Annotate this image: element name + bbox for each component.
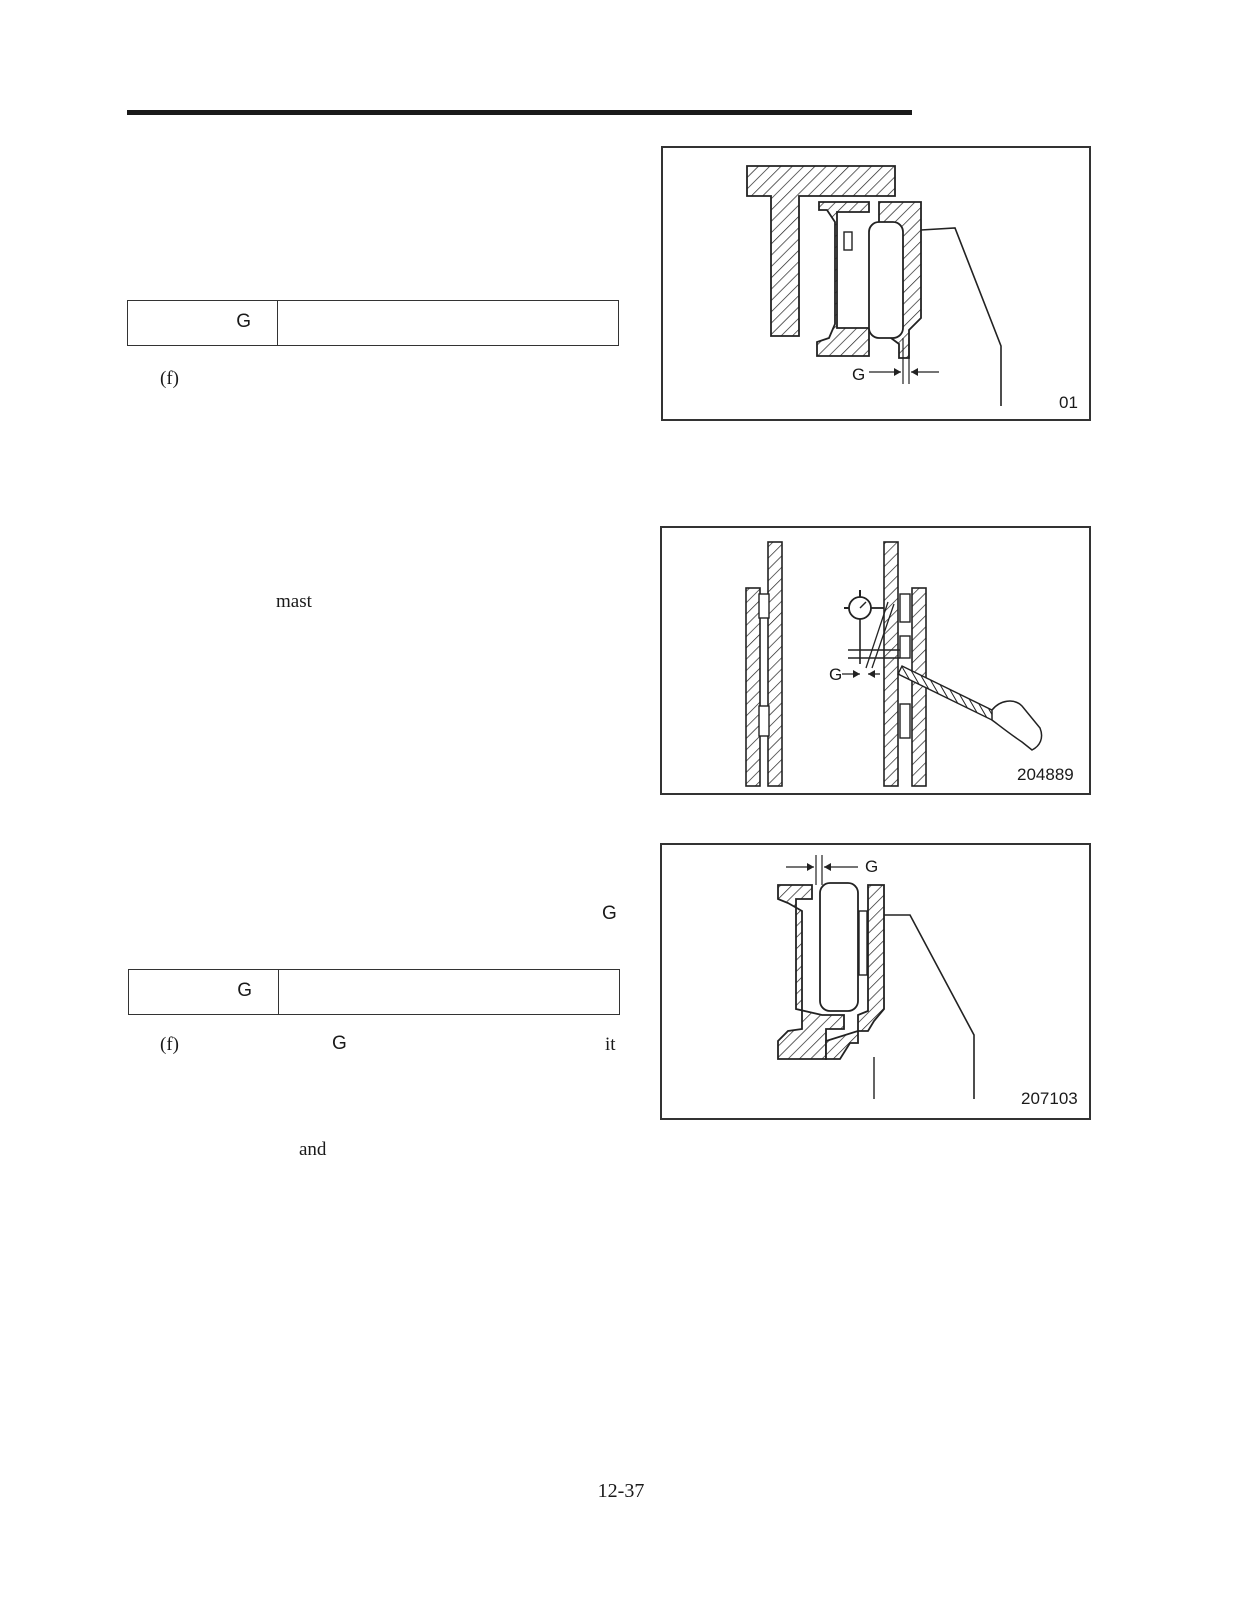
figure-1: G 01	[661, 146, 1091, 421]
word-mast: mast	[276, 591, 312, 612]
figure-1-code: 01	[1059, 393, 1078, 412]
header-rule	[127, 110, 912, 115]
figure-1-gap-label: G	[852, 365, 866, 384]
spec-table-2-label-cell: G	[129, 970, 279, 1014]
figure-3-code: 207103	[1021, 1089, 1078, 1108]
word-and: and	[299, 1139, 327, 1160]
figure-1-drawing	[746, 165, 1002, 406]
spec-table-1: G	[127, 300, 619, 346]
figure-2-code: 204889	[1017, 765, 1074, 784]
step-f-2: (f)	[160, 1034, 179, 1055]
spec-table-2: G	[128, 969, 620, 1015]
step-f-2-letter: G	[332, 1033, 347, 1054]
spec-table-2-label: G	[237, 980, 252, 1001]
spec-table-1-label: G	[236, 311, 251, 332]
figure-2-drawing	[745, 541, 1043, 787]
trailing-letter-g: G	[602, 903, 617, 924]
step-f-2-end: it	[605, 1034, 616, 1055]
figure-3-gap-label: G	[865, 857, 879, 876]
page-number: 12-37	[597, 1480, 645, 1502]
figure-2: G 204889	[660, 526, 1091, 795]
figure-2-gap-label: G	[829, 665, 843, 684]
figure-3: G 207103	[660, 843, 1091, 1120]
spec-table-1-label-cell: G	[128, 301, 278, 345]
figure-3-drawing	[777, 855, 975, 1099]
step-f-1: (f)	[160, 368, 179, 389]
